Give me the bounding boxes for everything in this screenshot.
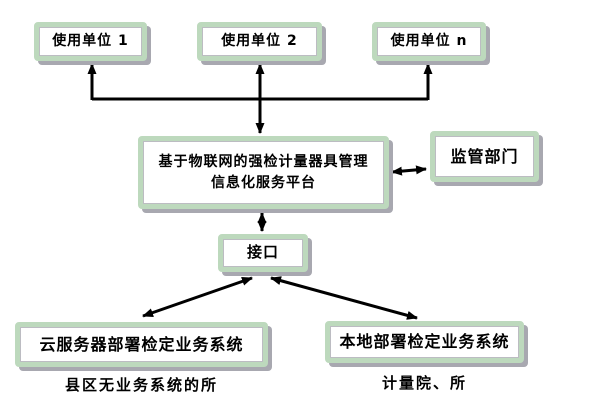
node-user-unit-1-label: 使用单位 1: [52, 33, 129, 50]
node-user-unit-n: 使用单位 n: [372, 22, 486, 61]
node-interface: 接口: [218, 234, 308, 272]
node-cloud-system-label: 云服务器部署检定业务系统: [39, 334, 244, 354]
node-regulator-label: 监管部门: [450, 146, 519, 166]
arrow-platform-regulator: [391, 165, 427, 176]
node-user-unit-1: 使用单位 1: [34, 22, 147, 61]
node-platform: 基于物联网的强检计量器具管理 信息化服务平台: [138, 136, 389, 209]
node-local-system-label: 本地部署检定业务系统: [339, 332, 510, 352]
node-user-unit-2-label: 使用单位 2: [221, 33, 298, 50]
node-local-system: 本地部署检定业务系统: [325, 321, 524, 363]
node-platform-label-line1: 基于物联网的强检计量器具管理: [158, 154, 369, 171]
caption-local-system: 计量院、所: [381, 374, 467, 392]
node-user-unit-2: 使用单位 2: [197, 22, 322, 61]
node-platform-label-line2: 信息化服务平台: [211, 174, 316, 191]
caption-cloud-system: 县区无业务系统的所: [64, 376, 218, 394]
node-interface-label: 接口: [246, 243, 279, 262]
node-user-unit-n-label: 使用单位 n: [390, 33, 468, 50]
node-cloud-system: 云服务器部署检定业务系统: [15, 322, 268, 367]
node-regulator: 监管部门: [430, 131, 539, 182]
arrow-interface-local: [270, 276, 418, 320]
arrow-interface-cloud: [142, 276, 253, 318]
